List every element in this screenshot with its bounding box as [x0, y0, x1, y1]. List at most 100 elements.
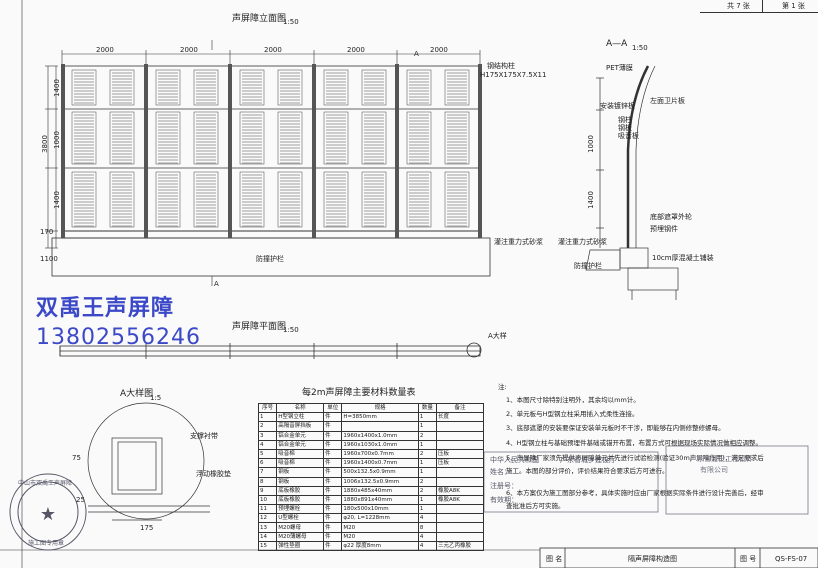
brand-phone: 13802556246: [36, 325, 201, 350]
section-profile: [585, 65, 679, 300]
louvre-panel: [361, 69, 387, 106]
note-1: 1、本图尺寸除特别注明外，其余均以mm计。: [506, 396, 640, 404]
materials-cell: 2: [417, 476, 438, 487]
section-bottom-1: 底部遮罩外轮: [650, 213, 692, 221]
materials-cell: 件: [323, 421, 343, 432]
materials-cell: 500x132.5x0.9mm: [341, 467, 419, 478]
materials-cell: [436, 513, 484, 524]
height-3: 1400: [52, 191, 61, 209]
column-spec: H175X175X7.5X11: [480, 71, 547, 79]
materials-cell: 2: [417, 448, 438, 460]
svg-text:★: ★: [40, 504, 56, 525]
materials-cell: 1: [417, 494, 438, 506]
materials-cell: 底板橡胶: [276, 494, 325, 506]
sheet-number: 第 1 张: [782, 2, 805, 10]
materials-cell: 1960x700x0.7mm: [341, 448, 419, 460]
drawing-name-label: 图 名: [546, 555, 563, 563]
louvre-panel: [239, 69, 265, 106]
louvre-panel: [323, 69, 349, 106]
materials-cell: 橡胶A8K: [436, 494, 484, 506]
base-label: 灌注重力式砂浆: [494, 238, 543, 246]
detail-label-2: 浮动橡胶垫: [196, 470, 231, 478]
drawing-name: 隔声屏障构造图: [628, 555, 677, 563]
louvre-panel: [444, 69, 470, 106]
materials-cell: 1: [417, 504, 438, 515]
materials-cell: 8: [257, 476, 278, 487]
materials-cell: H型钢立柱: [276, 412, 325, 423]
louvre-panel: [406, 69, 432, 106]
materials-cell: φ22 厚度8mm: [341, 540, 419, 552]
louvre-panel: [155, 171, 181, 228]
materials-header: 规格: [341, 402, 419, 414]
materials-header-row: 序号 名称 单位 规格 数量 备注: [257, 402, 484, 414]
louvre-panel: [193, 111, 219, 165]
louvre-panel: [444, 111, 470, 165]
materials-cell: 压板: [436, 458, 484, 469]
materials-header: 序号: [257, 402, 278, 414]
bay-width-3: 2000: [264, 46, 282, 54]
plan-detail-mark: A大样: [488, 332, 507, 340]
materials-cell: 8: [417, 522, 438, 533]
materials-cell: 件: [323, 439, 343, 450]
materials-cell: φ20, L=1228mm: [341, 513, 419, 524]
materials-cell: [436, 430, 484, 441]
materials-cell: 吸音棉: [276, 458, 325, 469]
materials-cell: 2: [417, 430, 438, 441]
note-5b: 施工。本图的部分评价，评价结果符合要求后方可进行。: [506, 467, 669, 475]
registration-field-1: 姓名：: [490, 468, 511, 476]
section-bottom-4: 防撞护栏: [574, 262, 602, 270]
materials-cell: 件: [323, 513, 343, 524]
materials-cell: 13: [257, 522, 278, 533]
louvre-panels: [71, 69, 470, 228]
materials-cell: 180x500x10mm: [341, 504, 419, 515]
drawing-number: QS-FS-07: [775, 555, 808, 563]
louvre-panel: [277, 69, 303, 106]
materials-title: 每2m声屏障主要材料数量表: [302, 388, 416, 398]
materials-cell: M20薄螺母: [276, 531, 325, 542]
louvre-panel: [155, 69, 181, 106]
materials-cell: 1: [417, 412, 438, 423]
louvre-panel: [277, 171, 303, 228]
design-stamp-text: 广东省建设工程设计: [690, 455, 753, 463]
section-bottom-2: 预埋钢件: [650, 225, 678, 233]
materials-cell: 钢板: [276, 467, 325, 478]
louvre-panel: [193, 69, 219, 106]
materials-cell: 12: [257, 513, 278, 524]
height-1: 1400: [52, 79, 61, 97]
materials-cell: 2: [417, 485, 438, 496]
plan-scale: 1:50: [283, 326, 299, 334]
sheet-total: 共 7 张: [727, 2, 750, 10]
total-height: 3800: [40, 135, 49, 153]
materials-cell: 1: [417, 458, 438, 469]
section-mark-bottom: A: [214, 280, 219, 288]
elevation-dimension-line: [45, 40, 481, 286]
materials-cell: H=3850mm: [341, 412, 419, 423]
materials-cell: 三元乙丙橡胶: [436, 540, 484, 552]
materials-cell: M20: [341, 522, 419, 533]
louvre-panel: [71, 111, 97, 165]
elevation-title: 声屏障立面图: [232, 14, 287, 24]
section-bottom-5: 10cm厚混凝土铺装: [652, 254, 714, 262]
note-6: 6、本方案仅为施工图部分参考，具体实施时应由厂家根据实际条件进行设计完善后，经审: [506, 489, 764, 497]
materials-cell: 1880x485x40mm: [341, 485, 419, 496]
notes-title: 注:: [498, 383, 507, 391]
materials-cell: 件: [323, 448, 343, 460]
stamp-text: 中山市双禹王声屏障: [18, 480, 73, 487]
detail-scale: 1:5: [150, 394, 162, 402]
louvre-panel: [406, 171, 432, 228]
materials-cell: 1880x891x40mm: [341, 494, 419, 506]
section-label-6: 吸音板: [618, 132, 639, 140]
materials-header: 数量: [417, 402, 438, 414]
materials-cell: 压板: [436, 448, 484, 460]
materials-cell: 1: [417, 439, 438, 450]
materials-cell: [436, 531, 484, 542]
section-bottom-3: 灌注重力式砂浆: [558, 238, 607, 246]
materials-cell: [436, 439, 484, 450]
materials-cell: 件: [323, 531, 343, 542]
